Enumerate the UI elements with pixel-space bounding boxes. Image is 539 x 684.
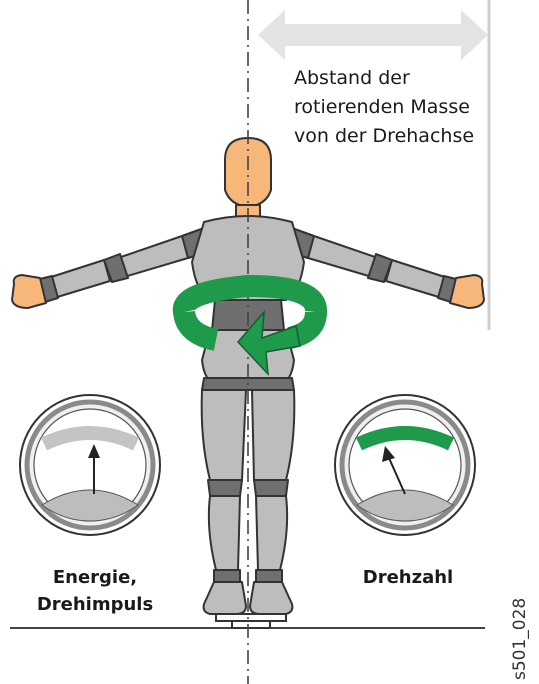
distance-label-line1: Abstand der <box>294 64 514 93</box>
left-ankle <box>214 570 240 582</box>
right-shin <box>256 496 287 570</box>
energy-gauge <box>20 395 160 535</box>
turntable <box>216 614 286 628</box>
left-thigh <box>202 390 246 480</box>
head <box>225 138 271 207</box>
speed-gauge <box>335 395 475 535</box>
energy-label-line2: Drehimpuls <box>10 591 180 618</box>
figure-code: s501_028 <box>505 570 535 680</box>
left-foot <box>204 582 246 614</box>
distance-label-line2: rotierenden Masse <box>294 93 514 122</box>
right-thigh <box>252 390 294 480</box>
distance-label-line3: von der Drehachse <box>294 122 514 151</box>
energy-label: Energie, Drehimpuls <box>10 564 180 618</box>
left-hand <box>12 275 46 308</box>
distance-arrow <box>258 10 488 60</box>
left-shin <box>209 496 240 570</box>
speed-label: Drehzahl <box>343 564 473 591</box>
energy-label-line1: Energie, <box>10 564 180 591</box>
left-knee <box>208 480 242 496</box>
right-ankle <box>256 570 282 582</box>
distance-label: Abstand der rotierenden Masse von der Dr… <box>294 64 514 151</box>
right-foot <box>250 582 292 614</box>
right-knee <box>254 480 288 496</box>
right-hand <box>450 275 484 308</box>
